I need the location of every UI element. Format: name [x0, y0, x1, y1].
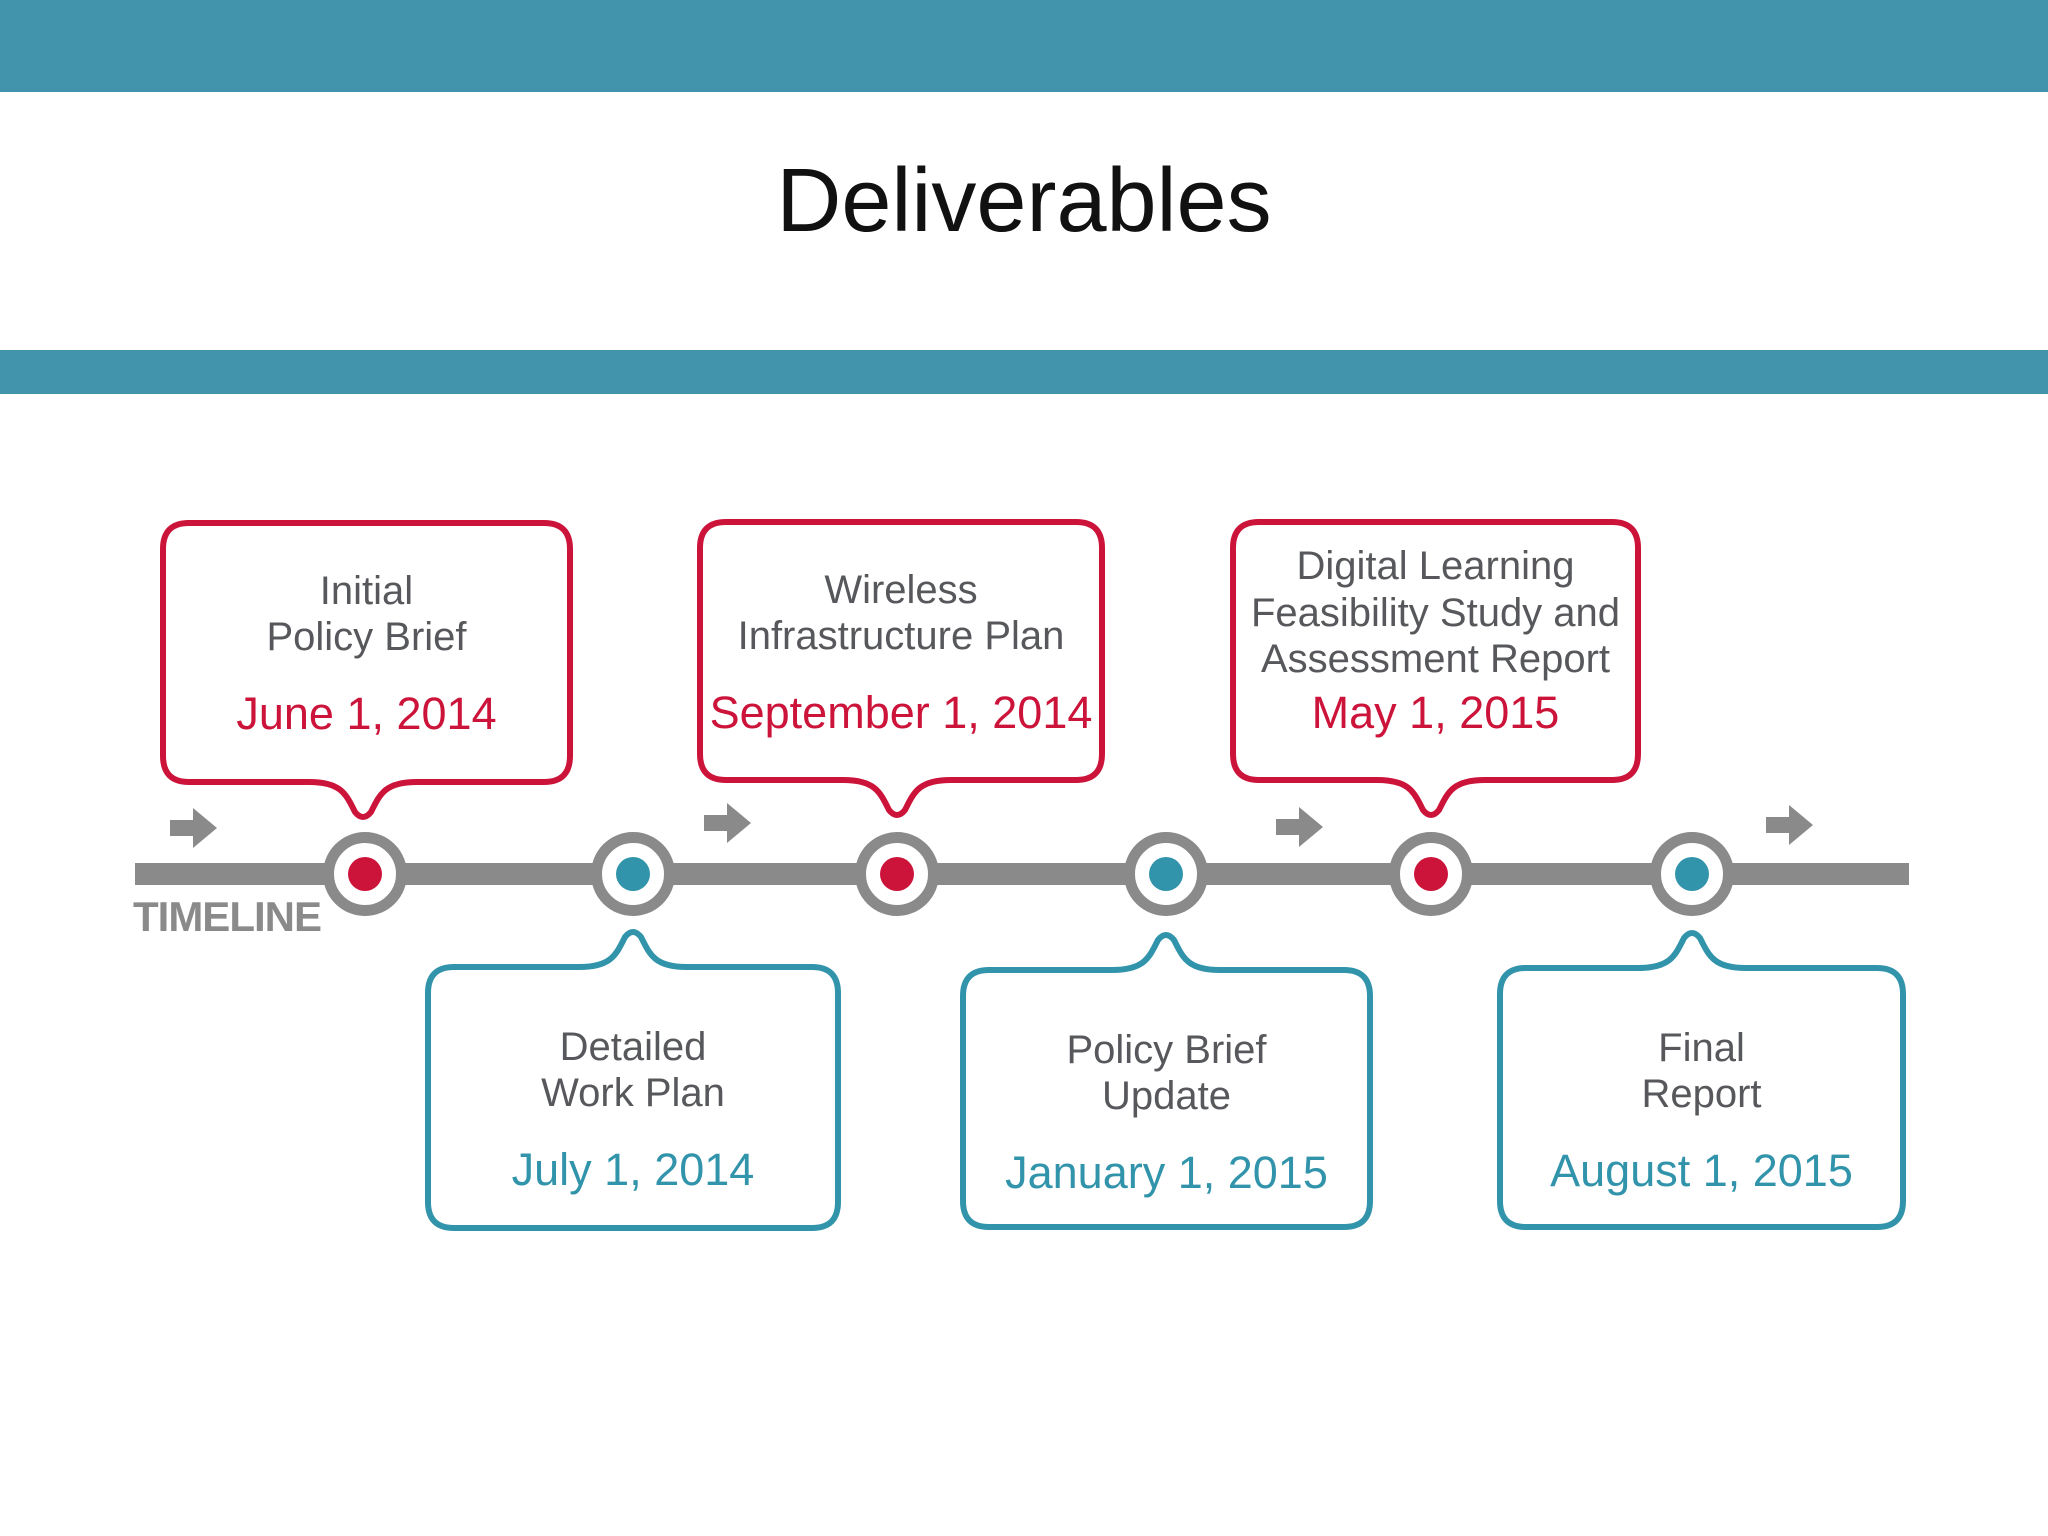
timeline-label: TIMELINE	[133, 893, 322, 940]
arrow-right-icon	[170, 808, 217, 848]
node-dot-red	[348, 857, 382, 891]
top-accent-bar	[0, 0, 2048, 92]
callout-text: Wireless Infrastructure Plan September 1…	[700, 522, 1102, 780]
callout-bubble-outline	[960, 932, 1373, 1230]
timeline-node-2	[591, 832, 675, 916]
timeline-node-1	[323, 832, 407, 916]
callout-title: Detailed Work Plan	[541, 1024, 725, 1115]
callout-bubble-outline	[697, 519, 1105, 818]
callout-policy-brief-update: Policy Brief Update January 1, 2015	[960, 932, 1373, 1230]
callout-date: September 1, 2014	[709, 687, 1093, 738]
arrow-right-icon	[1276, 807, 1323, 847]
callout-title: Policy Brief Update	[1066, 1027, 1267, 1118]
callout-text: Policy Brief Update January 1, 2015	[963, 970, 1370, 1227]
callout-date: June 1, 2014	[236, 688, 497, 739]
node-dot-teal	[1149, 857, 1183, 891]
timeline-node-6	[1650, 832, 1734, 916]
callout-text: Detailed Work Plan July 1, 2014	[428, 967, 838, 1228]
arrow-right-icon	[704, 803, 751, 843]
callout-title: Wireless Infrastructure Plan	[737, 567, 1065, 658]
callout-text: Initial Policy Brief June 1, 2014	[163, 523, 570, 782]
arrow-right-icon	[1766, 805, 1813, 845]
callout-title: Digital Learning Feasibility Study and A…	[1250, 544, 1621, 682]
callout-detailed-work-plan: Detailed Work Plan July 1, 2014	[425, 929, 841, 1231]
timeline-node-3	[855, 832, 939, 916]
node-dot-red	[880, 857, 914, 891]
callout-text: Final Report August 1, 2015	[1500, 968, 1903, 1227]
callout-date: May 1, 2015	[1311, 687, 1560, 738]
callout-bubble-outline	[160, 520, 573, 820]
callout-final-report: Final Report August 1, 2015	[1497, 930, 1906, 1230]
timeline-node-4	[1124, 832, 1208, 916]
timeline-node-5	[1389, 832, 1473, 916]
callout-date: January 1, 2015	[1005, 1147, 1328, 1198]
callout-date: August 1, 2015	[1550, 1145, 1853, 1196]
callout-initial-policy-brief: Initial Policy Brief June 1, 2014	[160, 520, 573, 820]
callout-wireless-infrastructure-plan: Wireless Infrastructure Plan September 1…	[697, 519, 1105, 818]
callout-bubble-outline	[425, 929, 841, 1231]
callout-title: Initial Policy Brief	[266, 568, 467, 659]
callout-bubble-outline	[1497, 930, 1906, 1230]
title-accent-bar	[0, 350, 2048, 394]
node-dot-teal	[616, 857, 650, 891]
callout-title: Final Report	[1641, 1025, 1762, 1116]
page-title: Deliverables	[776, 151, 1272, 251]
callout-text: Digital Learning Feasibility Study and A…	[1233, 522, 1638, 780]
callout-digital-learning-feasibility: Digital Learning Feasibility Study and A…	[1230, 519, 1641, 818]
callout-bubble-outline	[1230, 519, 1641, 818]
node-dot-red	[1414, 857, 1448, 891]
callout-date: July 1, 2014	[511, 1144, 755, 1195]
node-dot-teal	[1675, 857, 1709, 891]
